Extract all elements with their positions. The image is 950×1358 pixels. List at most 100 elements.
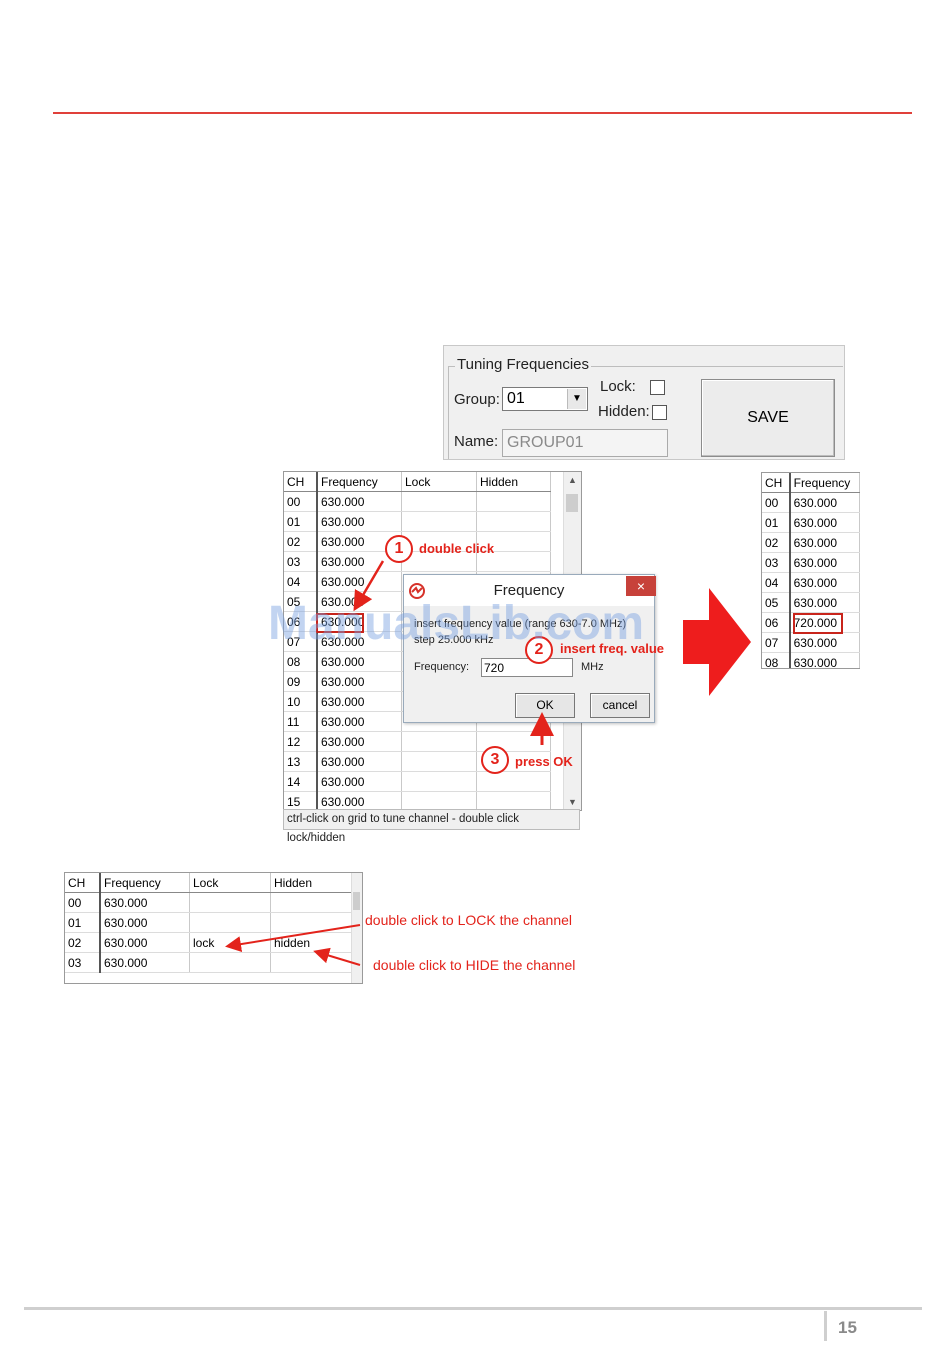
save-button[interactable]: SAVE <box>701 379 835 457</box>
group-select[interactable]: 01 ▼ <box>502 387 588 411</box>
close-icon[interactable]: × <box>626 576 656 596</box>
table-cell[interactable]: 630.000 <box>789 532 860 553</box>
table-cell[interactable]: 630.000 <box>789 572 860 593</box>
table-cell[interactable]: 00 <box>65 892 101 913</box>
table-cell[interactable] <box>401 491 477 512</box>
table-cell[interactable]: 630.000 <box>317 731 402 752</box>
table-cell[interactable] <box>476 791 551 810</box>
table-cell[interactable] <box>189 912 271 933</box>
table-cell[interactable] <box>401 751 477 772</box>
table-cell[interactable] <box>401 511 477 532</box>
table-cell[interactable]: 630.000 <box>100 932 190 953</box>
table-cell[interactable]: 07 <box>762 632 791 653</box>
table-cell[interactable]: 630.000 <box>317 651 402 672</box>
table-cell[interactable]: 06 <box>762 612 791 633</box>
table-cell[interactable]: 07 <box>284 631 318 652</box>
table-cell[interactable] <box>401 771 477 792</box>
table-cell[interactable]: 630.000 <box>317 631 402 652</box>
table-cell[interactable]: 12 <box>284 731 318 752</box>
table-cell[interactable]: 630.000 <box>789 632 860 653</box>
table-cell[interactable]: 05 <box>284 591 318 612</box>
table-cell[interactable]: 630.000 <box>789 512 860 533</box>
table-cell[interactable]: 630.000 <box>100 912 190 933</box>
table-cell[interactable]: 03 <box>762 552 791 573</box>
table-cell[interactable]: 00 <box>762 492 791 513</box>
table-cell[interactable]: 01 <box>65 912 101 933</box>
table-cell[interactable]: 02 <box>284 531 318 552</box>
table-cell[interactable]: 04 <box>284 571 318 592</box>
table-cell[interactable]: 06 <box>284 611 318 632</box>
table-cell[interactable] <box>476 551 551 572</box>
table-cell[interactable]: 00 <box>284 491 318 512</box>
table-cell[interactable]: 02 <box>65 932 101 953</box>
table-cell[interactable]: 630.000 <box>317 571 402 592</box>
table-cell[interactable]: 630.000 <box>317 791 402 810</box>
table-cell[interactable]: 04 <box>762 572 791 593</box>
table-cell[interactable] <box>401 791 477 810</box>
chevron-down-icon[interactable]: ▼ <box>567 389 586 409</box>
table-cell[interactable]: 630.000 <box>317 771 402 792</box>
table-cell[interactable]: 630.000 <box>317 491 402 512</box>
table-cell[interactable]: 14 <box>284 771 318 792</box>
table-cell[interactable]: 630.000 <box>789 552 860 573</box>
table-cell[interactable]: 13 <box>284 751 318 772</box>
table-cell[interactable]: 01 <box>284 511 318 532</box>
table-cell[interactable]: 630.000 <box>100 952 190 973</box>
table-cell[interactable] <box>476 771 551 792</box>
table-cell[interactable]: 09 <box>284 671 318 692</box>
table-cell[interactable]: 630.000 <box>789 592 860 613</box>
table-cell[interactable]: 01 <box>762 512 791 533</box>
table-cell[interactable]: 630.000 <box>789 652 860 668</box>
table-cell[interactable]: 630.000 <box>789 492 860 513</box>
hidden-checkbox[interactable] <box>652 405 667 420</box>
table-cell[interactable] <box>476 531 551 552</box>
table-cell[interactable]: 630.000 <box>317 751 402 772</box>
table-cell[interactable]: hidden <box>270 932 352 953</box>
table-cell[interactable]: 02 <box>762 532 791 553</box>
table-cell[interactable]: 08 <box>284 651 318 672</box>
table-cell[interactable] <box>476 491 551 512</box>
table-cell[interactable]: 15 <box>284 791 318 810</box>
table-cell[interactable]: 05 <box>762 592 791 613</box>
cancel-button[interactable]: cancel <box>590 693 650 718</box>
table-cell[interactable]: 630.000 <box>317 691 402 712</box>
table-cell[interactable] <box>476 511 551 532</box>
table-cell[interactable]: 630.000 <box>317 711 402 732</box>
table-cell[interactable] <box>401 551 477 572</box>
table-cell[interactable]: 630.000 <box>317 511 402 532</box>
lock-checkbox[interactable] <box>650 380 665 395</box>
scroll-down-icon[interactable]: ▼ <box>568 797 577 807</box>
table-cell[interactable]: 630.000 <box>317 671 402 692</box>
table-cell[interactable]: 10 <box>284 691 318 712</box>
table-cell[interactable] <box>401 731 477 752</box>
scroll-up-icon[interactable]: ▲ <box>568 475 577 485</box>
table-cell[interactable]: 03 <box>65 952 101 973</box>
table-cell[interactable]: 630.000 <box>317 611 402 632</box>
table-cell[interactable] <box>401 531 477 552</box>
table-cell[interactable] <box>189 952 271 973</box>
scroll-thumb[interactable] <box>566 494 578 512</box>
name-input[interactable]: GROUP01 <box>502 429 668 457</box>
table-cell[interactable]: 11 <box>284 711 318 732</box>
table-cell[interactable]: 08 <box>762 652 791 668</box>
table-cell[interactable] <box>189 892 271 913</box>
